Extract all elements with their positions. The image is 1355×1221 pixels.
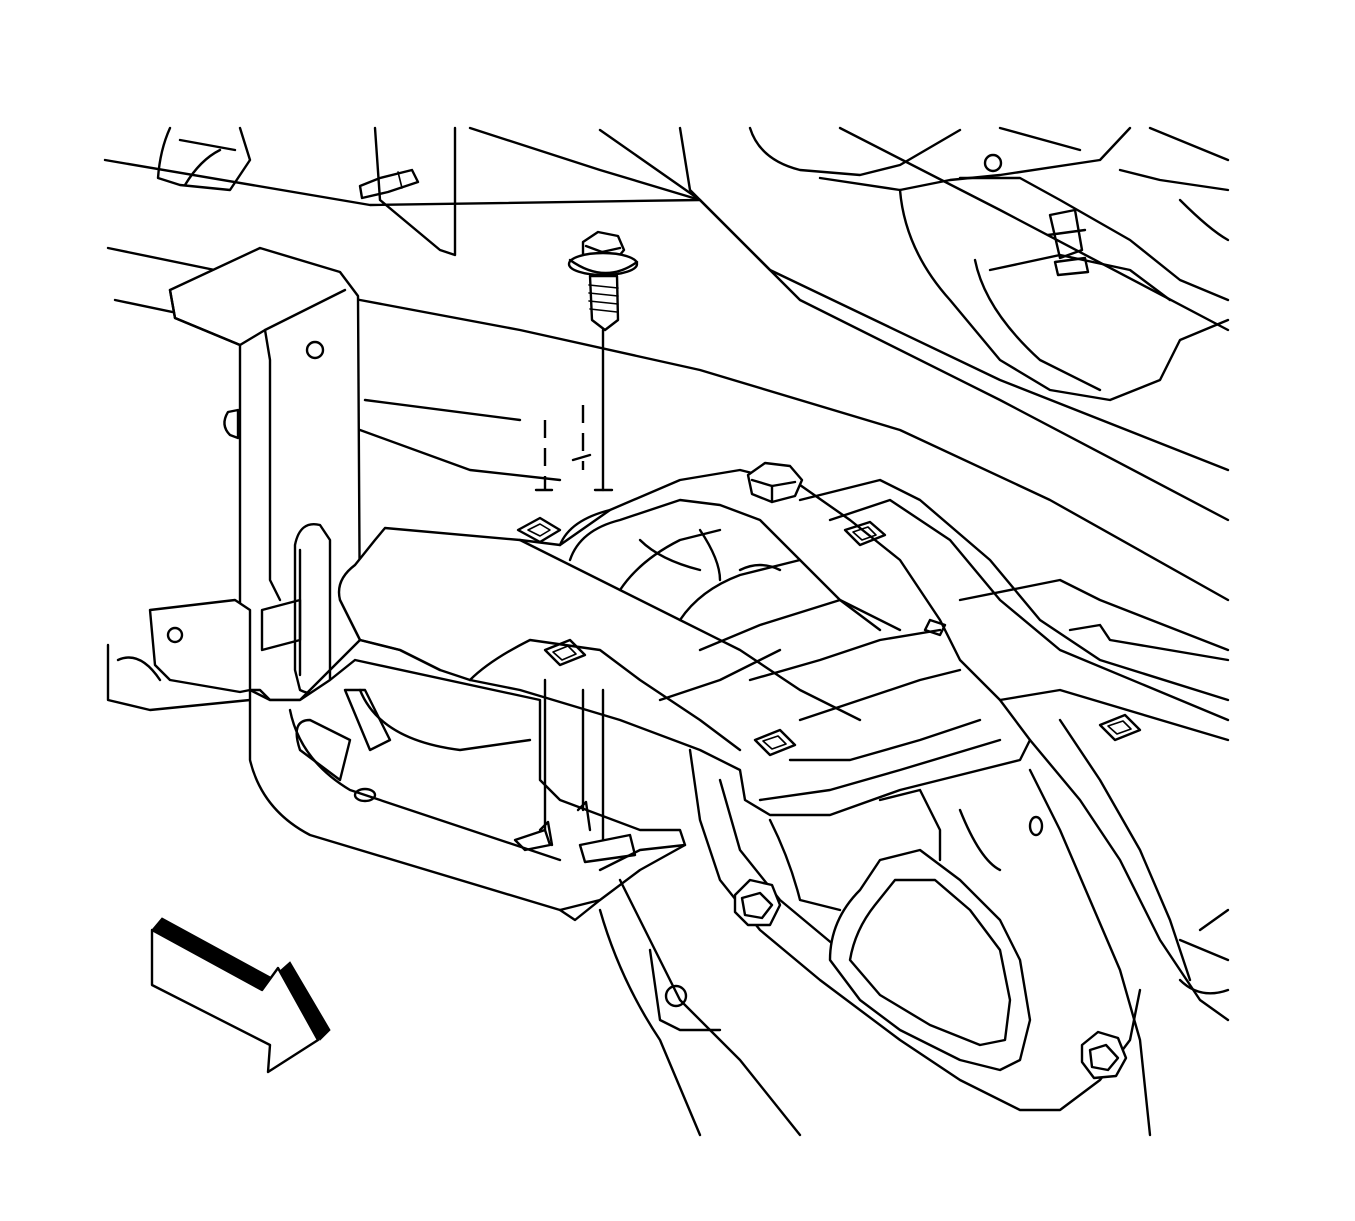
hose-fitting-top-left <box>156 126 457 257</box>
hex-bolt-lower-right <box>1080 1030 1128 1080</box>
lower-left-floor-bracket <box>106 643 687 922</box>
hex-bolt-lower-left <box>733 878 782 927</box>
main-bracket <box>337 468 1032 817</box>
upper-right-mount <box>748 126 1230 402</box>
right-frame-rail <box>798 478 1230 1137</box>
weld-nut-holes <box>516 516 1142 757</box>
hex-bolt-upper-center <box>746 461 804 504</box>
upper-body-panel <box>103 126 1230 602</box>
alignment-lines <box>534 405 614 842</box>
access-panel <box>828 788 1044 1072</box>
front-direction-arrow <box>150 917 331 1074</box>
left-vertical-bracket <box>148 246 362 702</box>
flange-bolt <box>567 230 639 492</box>
